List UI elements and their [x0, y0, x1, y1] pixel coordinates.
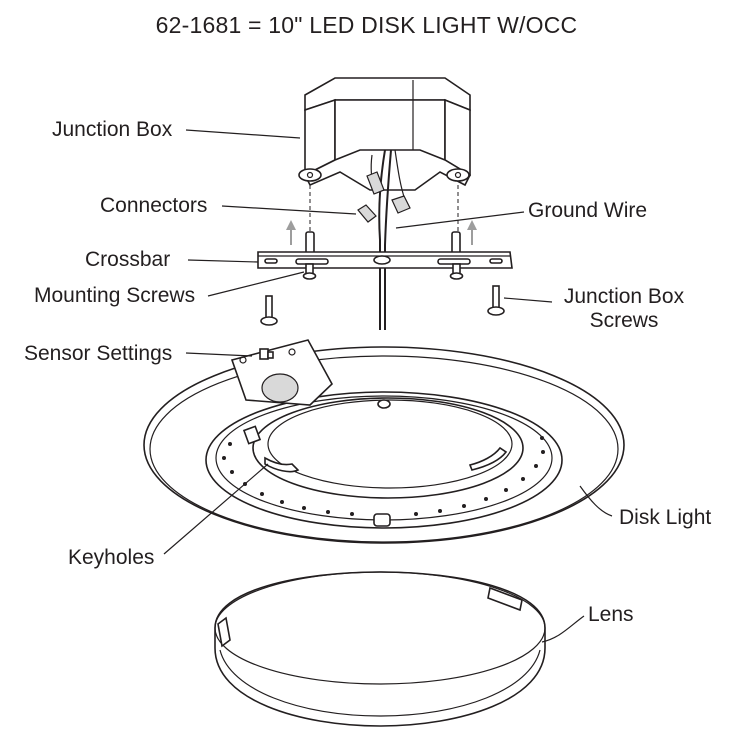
label-junction-box-screws-line1: Junction Box — [563, 285, 685, 308]
disk-light — [143, 339, 625, 544]
junction-box — [298, 77, 472, 191]
crossbar — [257, 231, 513, 280]
diagram-title: 62-1681 = 10" LED DISK LIGHT W/OCC — [155, 12, 578, 38]
leader-mounting-screws — [207, 271, 305, 297]
leader-lens — [541, 615, 585, 643]
leader-sensor-settings — [185, 352, 253, 357]
leader-junction-box — [185, 129, 301, 139]
label-ground-wire: Ground Wire — [528, 199, 648, 222]
label-disk-light: Disk Light — [619, 506, 712, 529]
leader-ground-wire — [395, 211, 525, 229]
lens — [214, 571, 546, 727]
label-junction-box-screws-line2: Screws — [589, 309, 659, 332]
connector-right — [391, 195, 411, 214]
up-arrow-left — [286, 220, 296, 245]
leader-crossbar — [187, 259, 259, 263]
leader-junction-box-screws — [503, 297, 553, 303]
wires-and-connectors — [357, 149, 411, 330]
junction-box-screw-right — [487, 285, 505, 316]
leader-disk-light — [579, 485, 613, 517]
label-keyholes: Keyholes — [68, 546, 155, 569]
connector-mid — [366, 171, 385, 195]
leader-keyholes — [163, 463, 269, 555]
connector-left — [357, 204, 377, 223]
label-connectors: Connectors — [100, 194, 208, 217]
label-junction-box-screws: Junction Box Screws — [558, 285, 690, 333]
leader-connectors — [221, 205, 357, 215]
up-arrow-right — [467, 220, 477, 245]
label-mounting-screws: Mounting Screws — [34, 284, 196, 307]
junction-box-screw-left — [260, 295, 278, 326]
label-junction-box: Junction Box — [52, 118, 173, 141]
label-sensor-settings: Sensor Settings — [24, 342, 173, 365]
label-lens: Lens — [588, 603, 634, 626]
label-crossbar: Crossbar — [85, 248, 171, 271]
